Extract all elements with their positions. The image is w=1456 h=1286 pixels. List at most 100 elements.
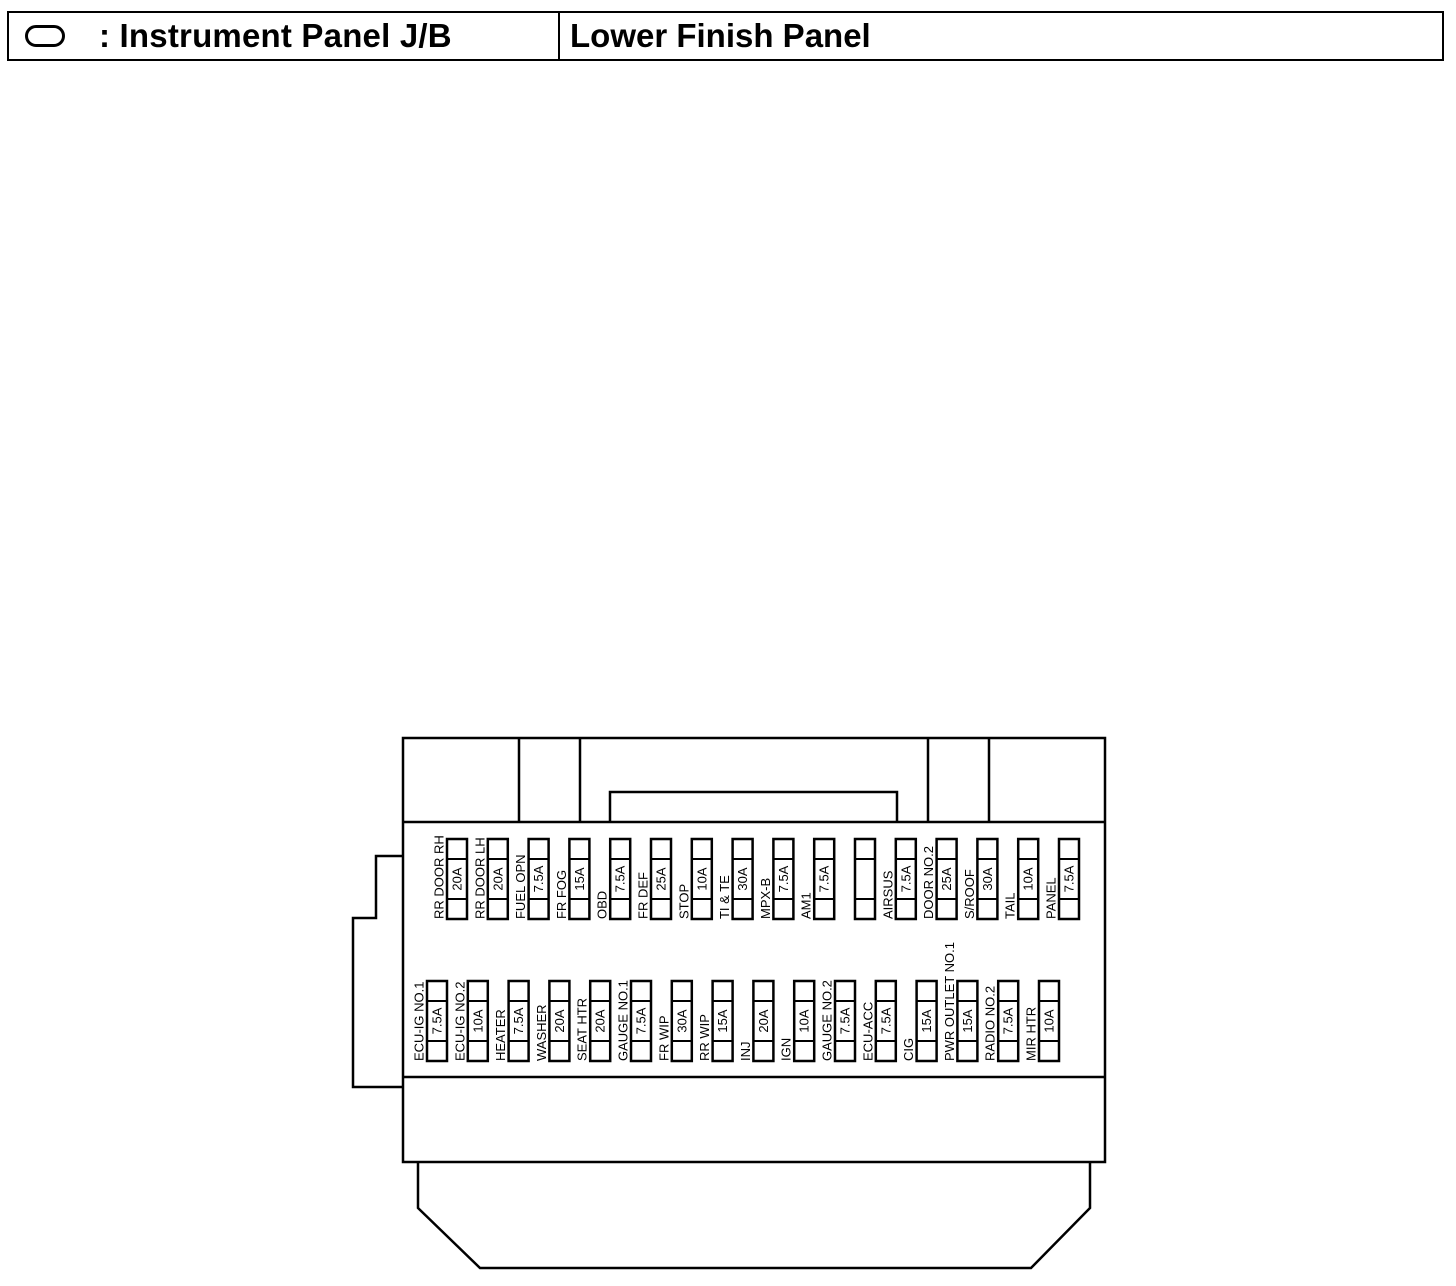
fuse-name-label: GAUGE NO.1 xyxy=(616,980,631,1061)
fuse-amperage: 20A xyxy=(593,1009,608,1032)
fuse-amperage: 7.5A xyxy=(817,865,832,892)
fuse-name-label: WASHER xyxy=(534,1004,549,1061)
fuse-amperage: 7.5A xyxy=(634,1007,649,1034)
fuse-name-label: MIR HTR xyxy=(1024,1007,1039,1061)
fuse-name-label: OBD xyxy=(595,891,610,919)
fuse-amperage: 7.5A xyxy=(838,1007,853,1034)
fuse-amperage: 10A xyxy=(1042,1009,1057,1032)
fuse-amperage: 30A xyxy=(980,867,995,890)
fuse-name-label: IGN xyxy=(779,1038,794,1061)
fuse-name-label: RR DOOR LH xyxy=(472,837,487,919)
fuse-name-label: FR DEF xyxy=(636,872,651,919)
fuse-amperage: 15A xyxy=(572,867,587,890)
fuse-name-label: CIG xyxy=(901,1038,916,1061)
fuse-amperage: 10A xyxy=(797,1009,812,1032)
fuse-name-label: DOOR NO.2 xyxy=(921,846,936,919)
fuse-name-label: INJ xyxy=(738,1042,753,1062)
fuse-name-label: RADIO NO.2 xyxy=(983,986,998,1061)
fuse-slot xyxy=(853,837,877,921)
junction-block-symbol-icon xyxy=(25,25,65,47)
fuse-name-label: AIRSUS xyxy=(880,870,895,919)
fuse-amperage: 20A xyxy=(450,867,465,890)
fuse-amperage: 15A xyxy=(715,1009,730,1032)
fuse-amperage: 15A xyxy=(919,1009,934,1032)
fuse-amperage: 7.5A xyxy=(1062,865,1077,892)
fuse-name-label: TI & TE xyxy=(717,875,732,919)
fuse-amperage: 7.5A xyxy=(531,865,546,892)
fuse-amperage: 30A xyxy=(735,867,750,890)
location-label: Lower Finish Panel xyxy=(570,17,871,54)
fuse-amperage: 10A xyxy=(694,867,709,890)
fuse-amperage: 7.5A xyxy=(511,1007,526,1034)
fuse-name-label: S/ROOF xyxy=(962,869,977,919)
fuse-amperage: 20A xyxy=(490,867,505,890)
fuse-name-label: PWR OUTLET NO.1 xyxy=(942,942,957,1061)
fuse-name-label: PANEL xyxy=(1044,877,1059,919)
legend-cell: : Instrument Panel J/B xyxy=(9,13,560,59)
fuse-outline xyxy=(853,837,877,921)
fuse-name-label: ECU-ACC xyxy=(860,1002,875,1061)
fuse-name-label: MPX-B xyxy=(758,878,773,919)
fuse-amperage: 30A xyxy=(674,1009,689,1032)
fuse-name-label: ECU-IG NO.2 xyxy=(452,982,467,1061)
fuse-name-label: RR WIP xyxy=(697,1014,712,1061)
fuse-name-label: SEAT HTR xyxy=(575,998,590,1061)
fuse-amperage: 10A xyxy=(470,1009,485,1032)
fuse-name-label: RR DOOR RH xyxy=(432,835,447,919)
fuse-name-label: HEATER xyxy=(493,1009,508,1061)
fuse-name-label: FR WIP xyxy=(656,1016,671,1062)
fuse-name-label: ECU-IG NO.1 xyxy=(412,982,427,1061)
fuse-name-label: FUEL OPN xyxy=(513,854,528,919)
fuse-name-label: TAIL xyxy=(1003,893,1018,919)
fuse-amperage: 7.5A xyxy=(878,1007,893,1034)
fuse-name-label: AM1 xyxy=(799,892,814,919)
fuse-amperage: 25A xyxy=(654,867,669,890)
fuse-name-label: GAUGE NO.2 xyxy=(820,980,835,1061)
fuse-amperage: 7.5A xyxy=(430,1007,445,1034)
fuse-name-label: STOP xyxy=(676,884,691,919)
location-cell: Lower Finish Panel xyxy=(560,13,1442,59)
fuse-amperage: 15A xyxy=(960,1009,975,1032)
fuse-name-label: FR FOG xyxy=(554,870,569,919)
fuse-amperage: 7.5A xyxy=(1001,1007,1016,1034)
legend-label: : Instrument Panel J/B xyxy=(99,17,452,54)
fuse-amperage: 10A xyxy=(1021,867,1036,890)
fuse-amperage: 25A xyxy=(939,867,954,890)
fuse-amperage: 7.5A xyxy=(613,865,628,892)
fuse-amperage: 20A xyxy=(552,1009,567,1032)
title-bar: : Instrument Panel J/B Lower Finish Pane… xyxy=(7,11,1444,61)
junction-block-housing xyxy=(351,736,1107,1270)
fuse-amperage: 7.5A xyxy=(776,865,791,892)
